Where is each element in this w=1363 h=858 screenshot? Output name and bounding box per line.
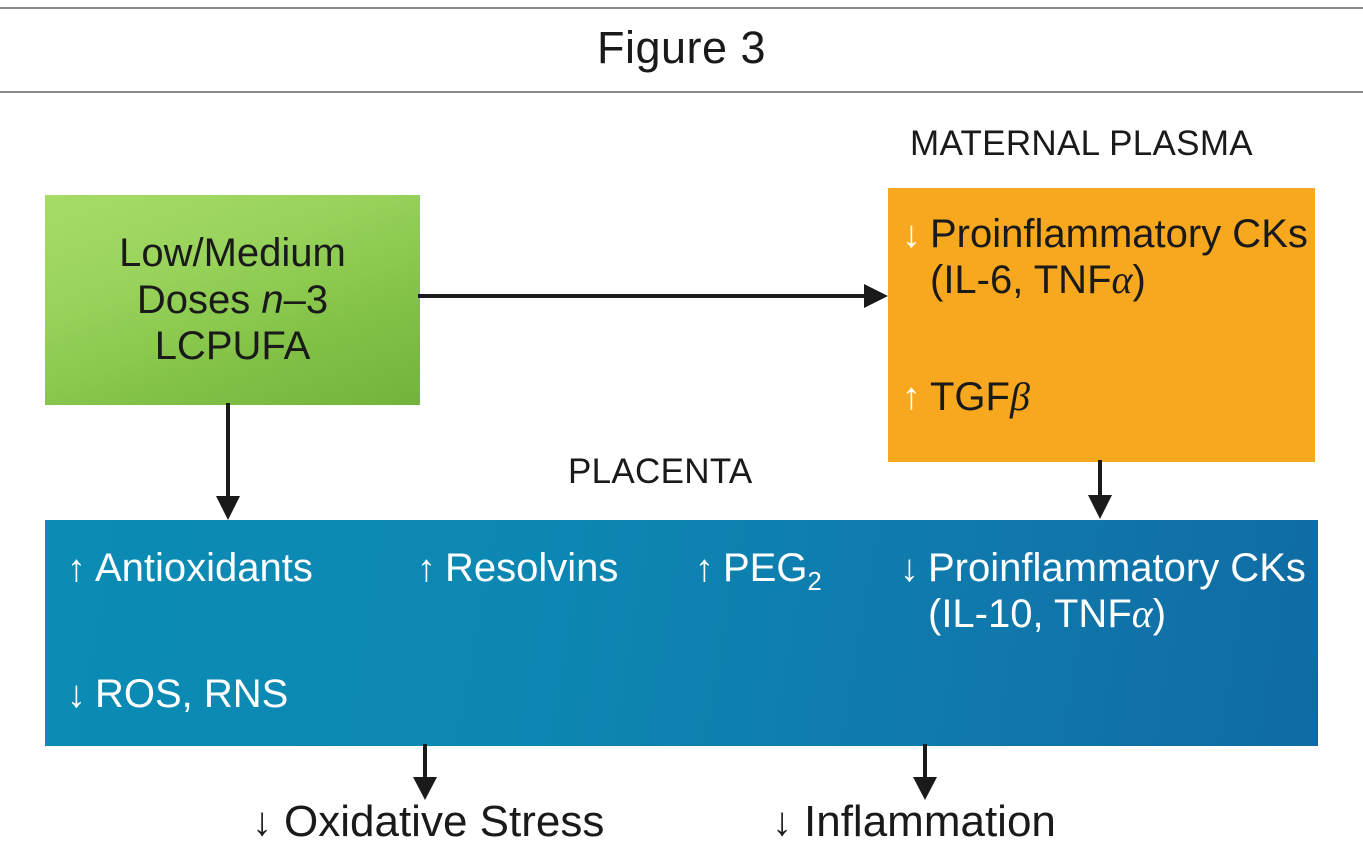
peg2-text-pre: PEG [723, 546, 808, 590]
connector-intervention-to-placenta [210, 403, 246, 523]
outcome-oxidative-stress-label: Oxidative Stress [284, 797, 605, 846]
up-arrow-icon: ↑ [902, 376, 921, 418]
header-rule-top [0, 7, 1363, 9]
up-arrow-icon: ↑ [695, 548, 714, 590]
placenta-row-peg2: ↑ PEG2 [695, 546, 822, 597]
alpha-symbol: α [1111, 257, 1133, 303]
placenta-row-ros-rns: ↓ ROS, RNS [67, 672, 288, 717]
connector-maternal-plasma-to-placenta [1082, 460, 1118, 522]
down-arrow-icon: ↓ [900, 548, 919, 590]
intervention-line-2: Doses n–3 [137, 277, 328, 324]
down-arrow-icon: ↓ [902, 214, 921, 256]
intervention-line-2-italic: n [261, 277, 284, 322]
placenta-antioxidants-text: Antioxidants [95, 546, 313, 590]
peg2-subscript: 2 [807, 568, 822, 596]
intervention-line-1: Low/Medium [119, 230, 346, 275]
cytokines-text-pre: Proinflammatory CKs (IL-10, TNF [928, 546, 1306, 637]
intervention-box: Low/Medium Doses n–3 LCPUFA [45, 195, 420, 405]
placenta-peg2-text: PEG2 [723, 546, 822, 597]
outcome-inflammation: ↓ Inflammation [772, 800, 1056, 844]
placenta-resolvins-text: Resolvins [445, 546, 619, 590]
connector-placenta-to-oxidative-stress [407, 744, 443, 802]
figure-title: Figure 3 [596, 22, 767, 73]
header-rule-bottom [0, 91, 1363, 93]
alpha-symbol: α [1131, 591, 1153, 637]
placenta-row-resolvins: ↑ Resolvins [417, 546, 618, 591]
tgfb-text-pre: TGF [930, 375, 1010, 419]
beta-symbol: β [1009, 374, 1030, 419]
up-arrow-icon: ↑ [417, 548, 436, 590]
placenta-row-cytokines: ↓ Proinflammatory CKs (IL-10, TNFα) [900, 546, 1328, 637]
placenta-box: ↑ Antioxidants ↑ Resolvins ↑ PEG2 ↓ Proi… [45, 520, 1318, 746]
maternal-plasma-box: ↓ Proinflammatory CKs (IL-6, TNFα) ↑ TGF… [888, 188, 1315, 462]
connector-intervention-to-maternal-plasma [418, 278, 892, 314]
down-arrow-icon: ↓ [252, 800, 272, 844]
intervention-line-2-post: –3 [283, 277, 329, 322]
caption-maternal-plasma: MATERNAL PLASMA [910, 124, 1253, 163]
maternal-plasma-tgfb-text: TGFβ [930, 374, 1030, 420]
caption-placenta: PLACENTA [568, 452, 753, 491]
cytokines-text-post: ) [1132, 258, 1146, 303]
down-arrow-icon: ↓ [67, 674, 86, 716]
maternal-plasma-cytokines-text: Proinflammatory CKs (IL-6, TNFα) [930, 212, 1315, 303]
intervention-line-2-pre: Doses [136, 277, 262, 322]
placenta-cytokines-text: Proinflammatory CKs (IL-10, TNFα) [928, 546, 1328, 637]
cytokines-text-pre: Proinflammatory CKs (IL-6, TNF [930, 212, 1308, 303]
outcome-inflammation-label: Inflammation [804, 797, 1056, 846]
placenta-ros-rns-text: ROS, RNS [95, 672, 289, 716]
outcome-oxidative-stress: ↓ Oxidative Stress [252, 800, 604, 844]
maternal-plasma-row-tgfb: ↑ TGFβ [902, 374, 1030, 420]
down-arrow-icon: ↓ [772, 800, 792, 844]
up-arrow-icon: ↑ [67, 548, 86, 590]
maternal-plasma-row-cytokines: ↓ Proinflammatory CKs (IL-6, TNFα) [902, 212, 1315, 303]
intervention-line-3: LCPUFA [154, 324, 311, 369]
connector-placenta-to-inflammation [907, 744, 943, 802]
cytokines-text-post: ) [1152, 592, 1167, 637]
placenta-row-antioxidants: ↑ Antioxidants [67, 546, 313, 591]
